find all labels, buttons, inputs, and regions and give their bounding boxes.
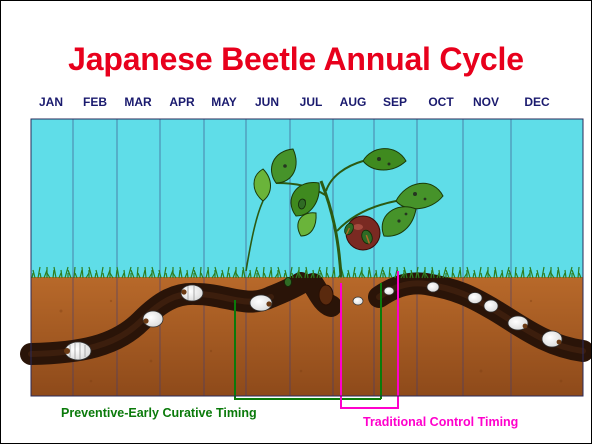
- grub-icon: [384, 287, 394, 295]
- beetle-icon: [285, 278, 292, 287]
- grub-icon: [468, 293, 482, 304]
- grub-icon: [427, 282, 439, 292]
- preventive-timing-label: Preventive-Early Curative Timing: [61, 406, 257, 420]
- grub-icon: [64, 342, 91, 360]
- grub-icon: [143, 311, 163, 327]
- grub-icon: [508, 316, 528, 330]
- grub-icon: [181, 285, 203, 301]
- beetle-icon: [319, 285, 333, 305]
- grub-icon: [250, 295, 272, 311]
- grub-icon: [542, 331, 562, 347]
- traditional-timing-label: Traditional Control Timing: [363, 415, 518, 429]
- grub-icon: [484, 300, 498, 312]
- grub-icon: [353, 297, 363, 305]
